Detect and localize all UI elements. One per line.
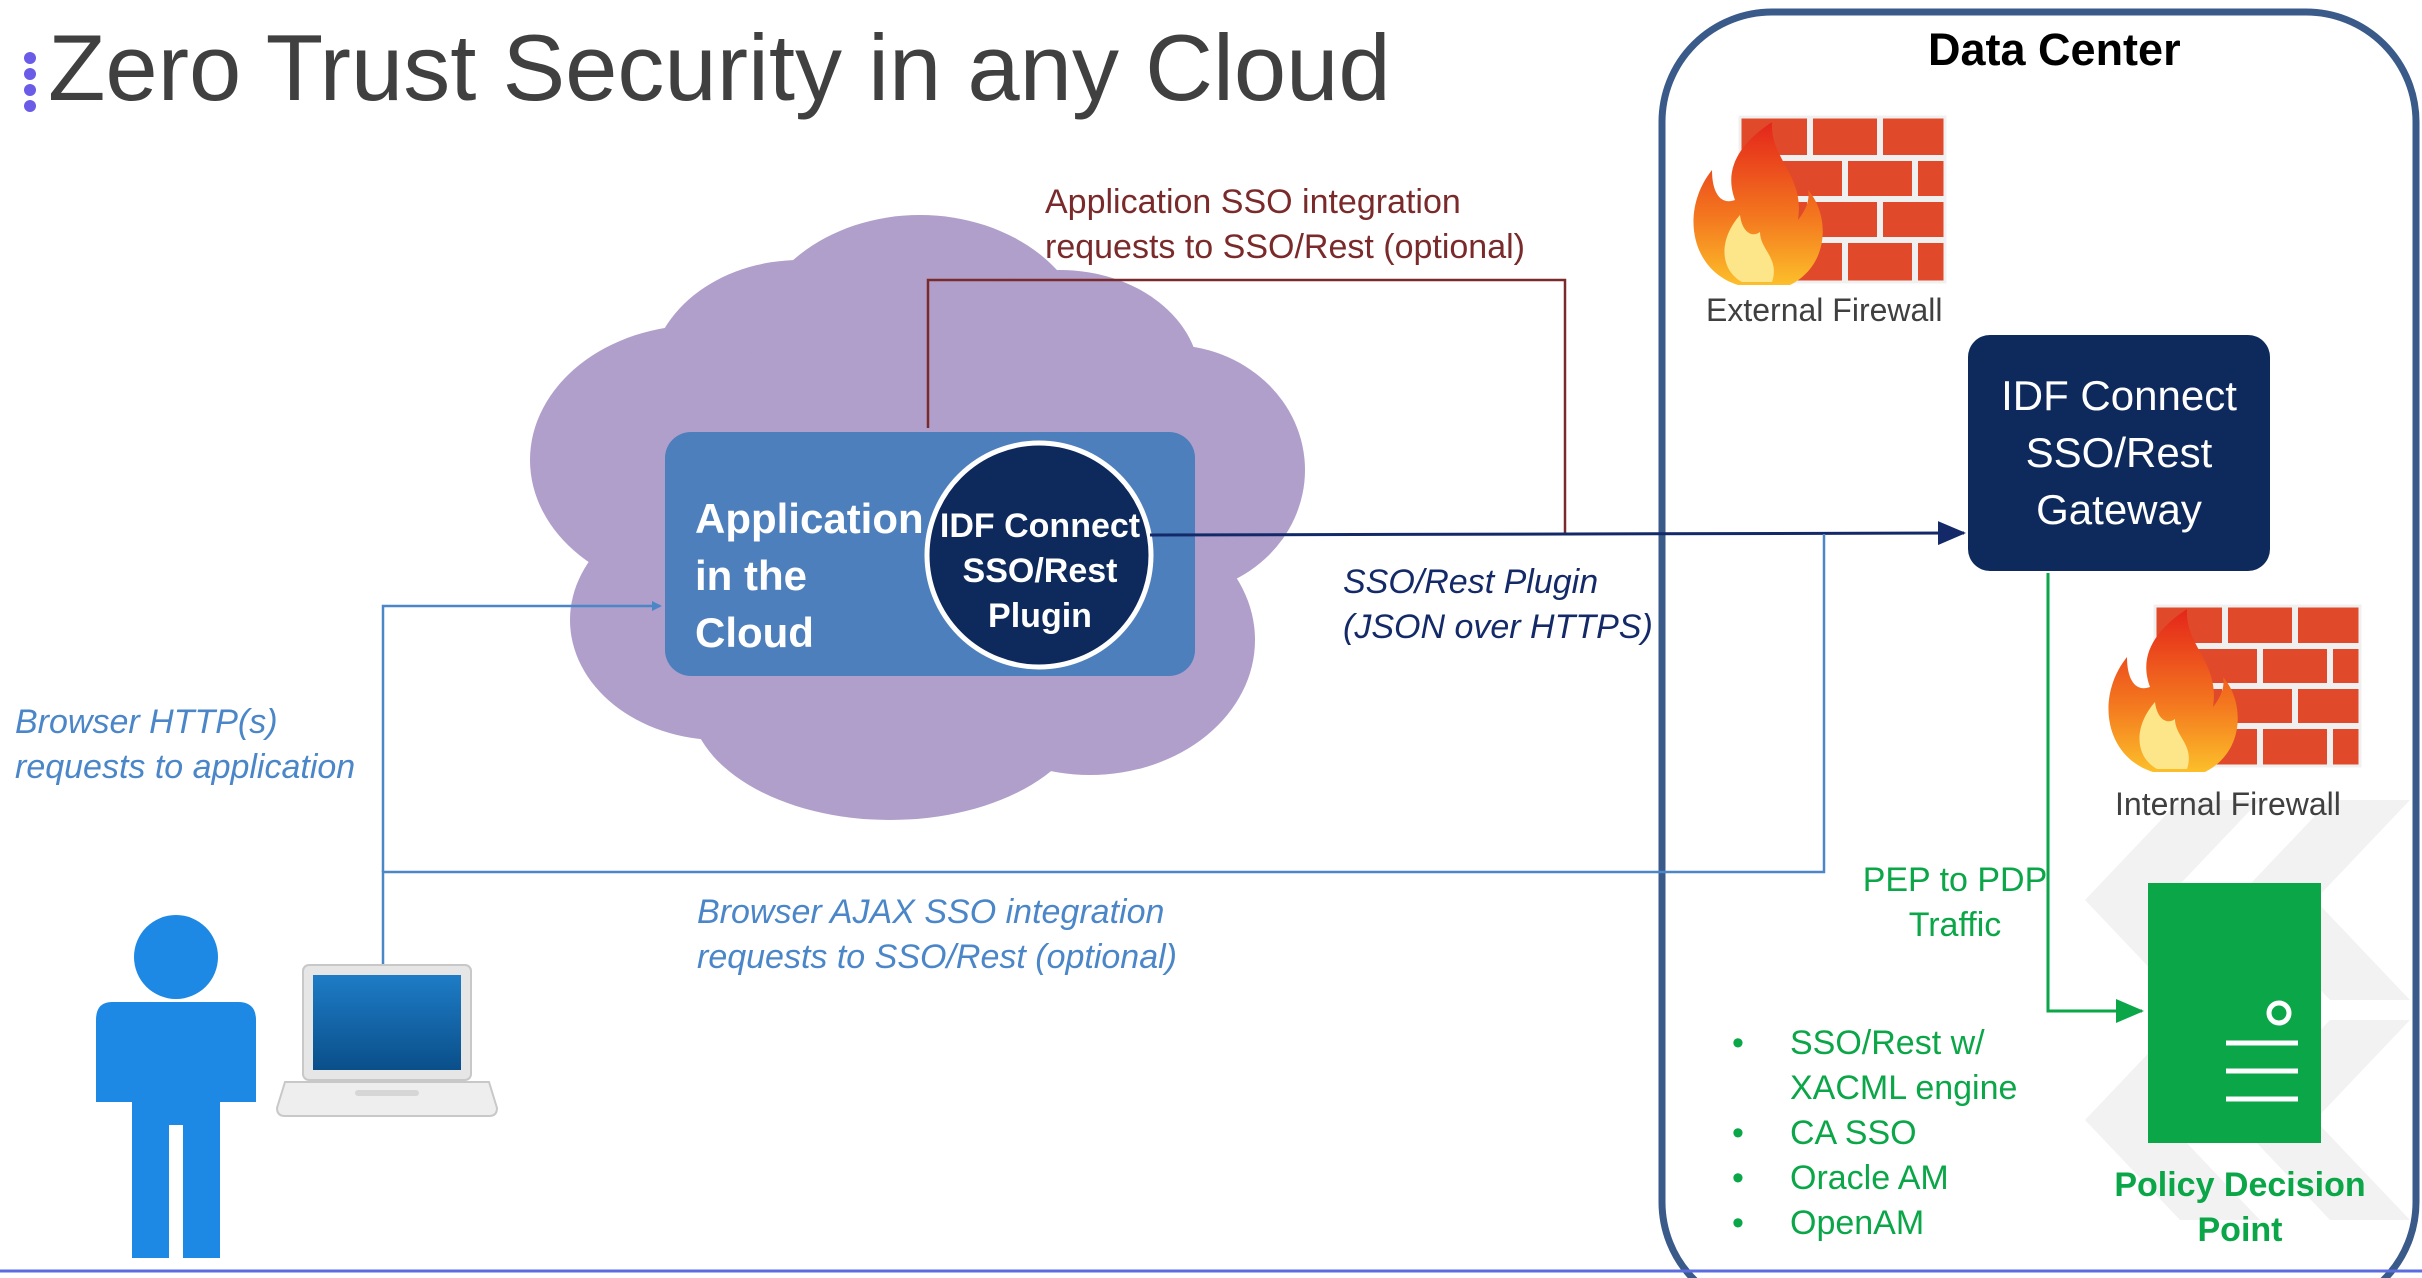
browser-ajax-connector (381, 534, 1826, 965)
browser-requests-label: Browser HTTP(s) requests to application (15, 700, 355, 790)
plugin-label-line3: Plugin (988, 597, 1092, 635)
gateway-box (1968, 335, 2270, 571)
gateway-label-line3: Gateway (2036, 486, 2202, 533)
gateway-label-line1: IDF Connect (2001, 372, 2237, 419)
data-center-container (1658, 8, 2420, 1278)
laptop-icon (275, 964, 499, 1117)
plugin-label-line2: SSO/Rest (962, 552, 1118, 590)
data-center-title: Data Center (1928, 24, 2181, 75)
ajax-note-line1: Browser AJAX SSO integration (697, 893, 1165, 931)
ajax-note-line2: requests to SSO/Rest (optional) (697, 938, 1178, 976)
app-sso-note: Application SSO integration requests to … (1045, 180, 1525, 270)
application-label-line1: Application (695, 495, 924, 542)
application-label-line2: in the (695, 552, 807, 599)
plugin-label-line1: IDF Connect (939, 507, 1141, 545)
gateway-label: IDF Connect SSO/Rest Gateway (1968, 367, 2270, 538)
browser-http-arrow (381, 601, 662, 872)
plugin-flow-line1: SSO/Rest Plugin (1343, 563, 1599, 601)
pdp-option-item: •Oracle AM (1732, 1159, 1949, 1197)
internal-firewall-icon (2108, 604, 2362, 772)
external-firewall-icon (1693, 115, 1947, 285)
app-sso-note-line2: requests to SSO/Rest (optional) (1045, 228, 1526, 266)
plugin-flow-line2: (JSON over HTTPS) (1343, 608, 1653, 646)
policy-decision-point-server-icon (2148, 883, 2321, 1143)
browser-requests-line2: requests to application (15, 748, 356, 786)
user-icon (96, 915, 256, 1258)
pdp-label-line1: Policy Decision (2114, 1166, 2366, 1204)
app-sso-note-line1: Application SSO integration (1045, 183, 1461, 221)
ajax-note-label: Browser AJAX SSO integration requests to… (697, 890, 1177, 980)
external-firewall-label: External Firewall (1706, 292, 1943, 328)
app-sso-connector (926, 278, 1567, 534)
browser-requests-line1: Browser HTTP(s) (15, 703, 278, 741)
pdp-option-item: XACML engine (1790, 1069, 2018, 1107)
plugin-circle (924, 440, 1154, 670)
internal-firewall-label: Internal Firewall (2115, 786, 2341, 822)
plugin-label: IDF Connect SSO/Rest Plugin (930, 504, 1150, 639)
pep-pdp-line2: Traffic (1908, 906, 2002, 944)
page-title: Zero Trust Security in any Cloud (48, 15, 1391, 120)
application-label: Application in the Cloud (695, 490, 924, 661)
pep-pdp-line1: PEP to PDP (1862, 861, 2048, 899)
plugin-flow-label: SSO/Rest Plugin (JSON over HTTPS) (1343, 560, 1653, 650)
title-bullet-icon (24, 52, 38, 116)
pdp-option-item: •CA SSO (1732, 1114, 1917, 1152)
pep-pdp-label: PEP to PDP Traffic (1860, 858, 2050, 948)
pdp-label: Policy Decision Point (2100, 1163, 2380, 1253)
plugin-to-gateway-arrow (1149, 521, 1966, 546)
gateway-label-line2: SSO/Rest (2025, 429, 2213, 476)
pep-to-pdp-arrow (2046, 573, 2144, 1023)
pdp-label-line2: Point (2197, 1211, 2283, 1249)
pdp-option-item: •OpenAM (1732, 1204, 1925, 1242)
pdp-options-list: •SSO/Rest w/ XACML engine •CA SSO •Oracl… (1720, 1021, 2017, 1246)
application-label-line3: Cloud (695, 609, 814, 656)
pdp-option-item: •SSO/Rest w/ (1732, 1024, 1985, 1062)
